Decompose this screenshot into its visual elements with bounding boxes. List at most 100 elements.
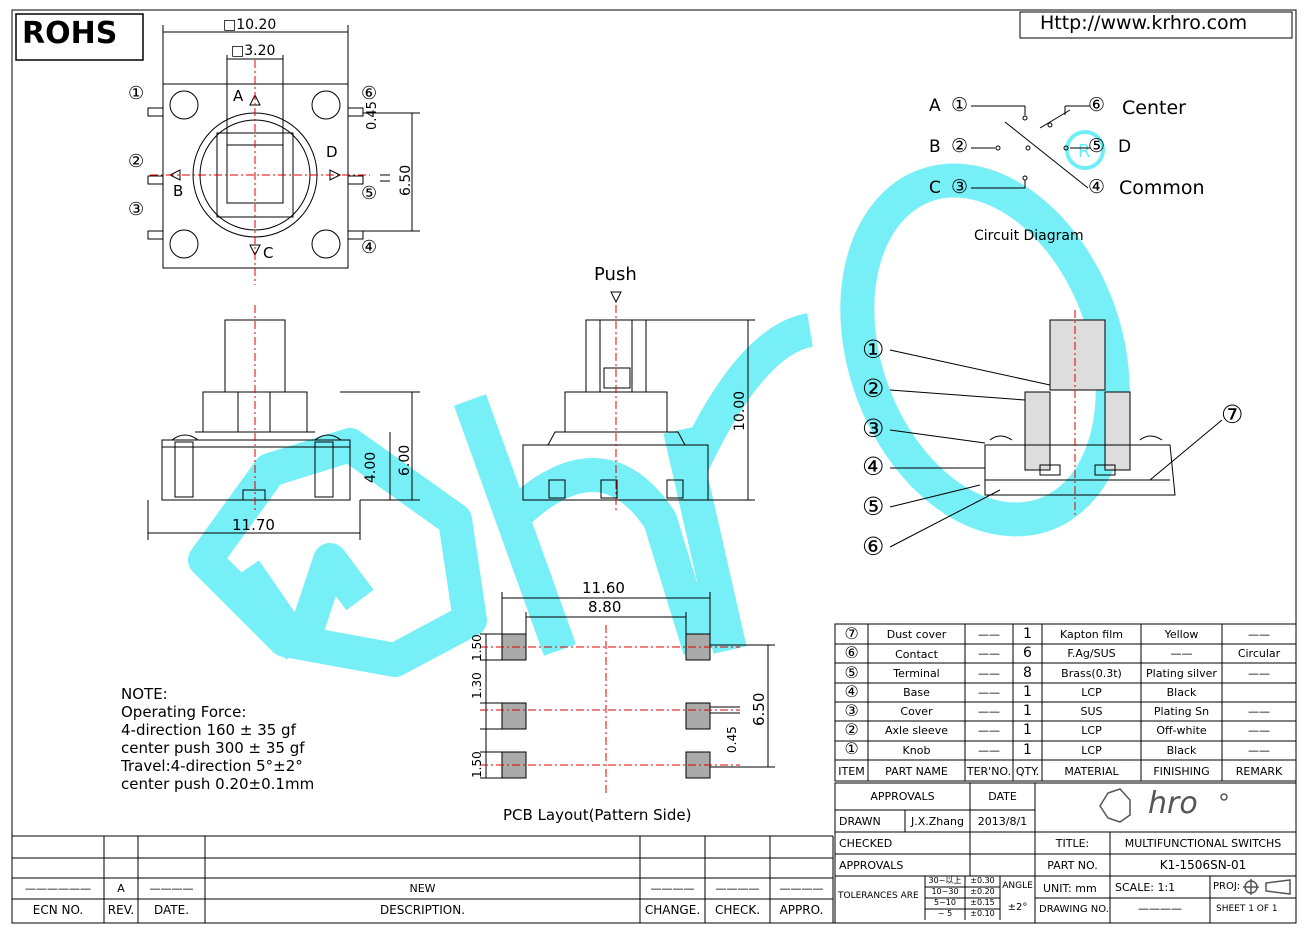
date-header: DATE [988, 790, 1017, 803]
pcb-dim-045: 0.45 [725, 726, 739, 753]
callout-3: ③ [862, 414, 885, 443]
circuit-b: B [929, 137, 941, 157]
circuit-center: Center [1122, 97, 1186, 119]
unit-label: UNIT: mm [1043, 882, 1097, 895]
bom-header-ter: TER'NO. [966, 765, 1012, 778]
bom-item: ② [844, 720, 859, 739]
rev-header-date: DATE. [153, 903, 190, 917]
bom-item: ⑤ [844, 663, 859, 682]
pcb-dim-130: 1.30 [470, 672, 484, 699]
bom-ter: —— [978, 724, 1000, 737]
bom-item: ④ [844, 682, 859, 701]
circuit-pin-2: ② [951, 135, 969, 157]
circuit-common: Common [1119, 177, 1205, 199]
bom-item: ① [844, 739, 859, 758]
note-line: Operating Force: [121, 703, 247, 721]
pin-4-label: ④ [361, 237, 378, 258]
tol-range: 10~30 [931, 887, 959, 896]
rev-row-change: ———— [650, 882, 695, 895]
circuit-diagram [971, 105, 1090, 189]
watermark-h-inner [230, 543, 374, 660]
bom-material: LCP [1081, 686, 1102, 699]
notes-block: NOTE: Operating Force: 4-direction 160 ±… [121, 685, 314, 793]
tol-value: ±0.30 [970, 876, 995, 885]
bom-item: ⑥ [844, 643, 859, 662]
pcb-dim-150a: 1.50 [470, 634, 484, 661]
circuit-pin-5: ⑤ [1088, 135, 1106, 157]
bom-header-name: PART NAME [885, 765, 948, 778]
sheet-border [11, 9, 1297, 924]
pin-3-label: ③ [128, 199, 145, 220]
bom-finishing: —— [1170, 647, 1193, 660]
bom-material: LCP [1081, 744, 1102, 757]
tol-value: ±0.15 [970, 898, 995, 907]
scale-label: SCALE: 1:1 [1115, 881, 1176, 894]
watermark-r [663, 313, 814, 654]
title-block-lines [834, 782, 1297, 924]
dim-outer: □10.20 [223, 17, 277, 33]
note-line: Travel:4-direction 5°±2° [121, 757, 303, 775]
angle-value: ±2° [1007, 902, 1028, 913]
dir-d-label: D [326, 143, 338, 161]
bom-ter: —— [978, 686, 1000, 699]
note-line: center push 300 ± 35 gf [121, 739, 305, 757]
bom-finishing: Off-white [1156, 724, 1207, 737]
bom-name: Dust cover [886, 628, 947, 641]
circuit-pin-6: ⑥ [1088, 94, 1106, 116]
dim-650-top: 6.50 [398, 164, 414, 196]
bom-header-material: MATERIAL [1064, 765, 1119, 778]
pcb-dim-650: 6.50 [750, 692, 768, 726]
pcb-dim-150b: 1.50 [470, 751, 484, 778]
rev-header-check: CHECK. [714, 903, 761, 917]
bom-qty: 8 [1023, 665, 1032, 681]
bom-material: SUS [1080, 705, 1103, 718]
bom-ter: —— [978, 667, 1000, 680]
tol-value: ±0.20 [970, 887, 995, 896]
pin-1-label: ① [128, 83, 145, 104]
dir-a-label: A [233, 87, 244, 105]
bom-finishing: Plating Sn [1153, 705, 1210, 718]
rev-row-appro: ———— [779, 882, 824, 895]
drawing-no-value: ———— [1138, 902, 1182, 915]
rev-header-ecn: ECN NO. [32, 903, 84, 917]
bom-material: F.Ag/SUS [1067, 647, 1116, 660]
callout-4: ④ [862, 452, 885, 481]
tol-range: ~ 5 [937, 909, 953, 918]
circuit-title: Circuit Diagram [974, 228, 1084, 244]
note-line: 4-direction 160 ± 35 gf [121, 721, 296, 739]
dir-b-label: B [173, 182, 184, 200]
bom-name: Terminal [893, 667, 940, 680]
bom-finishing: Black [1166, 744, 1197, 757]
bom-material: LCP [1081, 724, 1102, 737]
rev-row-desc: NEW [409, 882, 436, 895]
circuit-a: A [929, 96, 941, 116]
bom-name: Cover [900, 705, 933, 718]
tol-value: ±0.10 [970, 909, 995, 918]
bom-remark: —— [1248, 705, 1270, 718]
rev-row-check: ———— [715, 882, 760, 895]
bom-finishing: Plating silver [1146, 667, 1217, 680]
sheet-label: SHEET 1 OF 1 [1216, 904, 1278, 914]
proj-label: PROJ: [1213, 881, 1241, 892]
bom-qty: 1 [1023, 742, 1032, 758]
drawn-date: 2013/8/1 [977, 815, 1028, 828]
bom-qty: 1 [1023, 703, 1032, 719]
title-label: TITLE: [1055, 837, 1090, 850]
dim-045-top: 0.45 [365, 101, 380, 130]
bom-item: ③ [844, 701, 859, 720]
bom-name: Base [903, 686, 930, 699]
section-view [889, 319, 1223, 548]
circuit-pin-4: ④ [1088, 176, 1106, 198]
bom-name: Contact [895, 648, 938, 661]
dim-600: 6.00 [397, 444, 413, 476]
drawn-label: DRAWN [839, 815, 881, 828]
revision-table-lines [12, 835, 834, 923]
svg-text:R: R [1078, 141, 1091, 162]
rohs-label: ROHS [22, 16, 118, 51]
part-no-value: K1-1506SN-01 [1159, 858, 1247, 872]
website-url[interactable]: Http://www.krhro.com [1040, 12, 1248, 34]
bom-qty: 6 [1023, 645, 1032, 661]
bom-material: Kapton film [1060, 628, 1123, 641]
